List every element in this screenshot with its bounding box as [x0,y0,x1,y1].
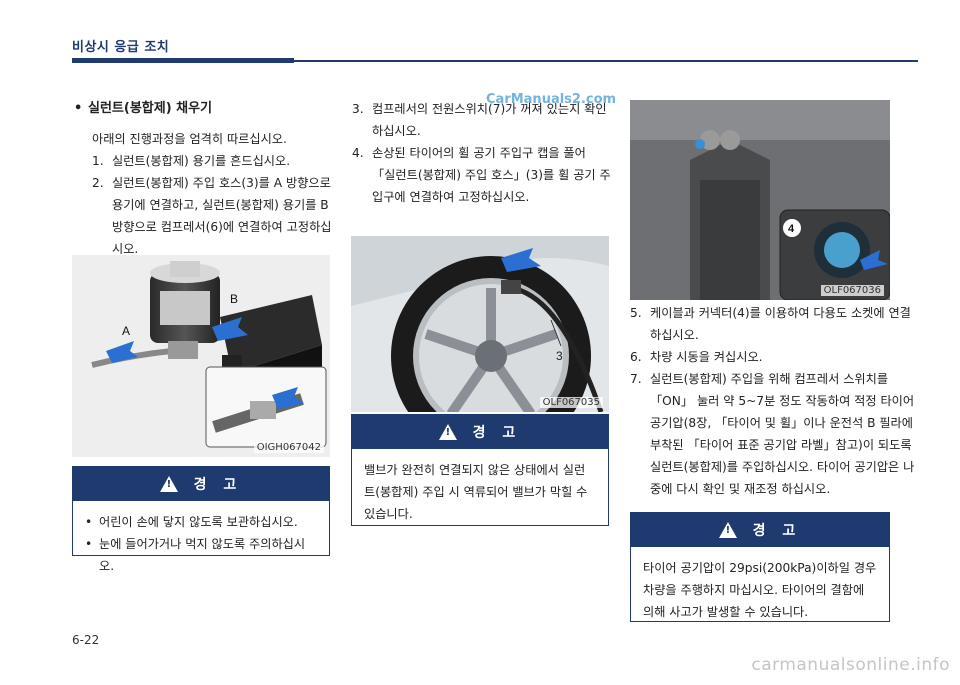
warning-item: •어린이 손에 닿지 않도록 보관하십시오. [85,515,298,529]
step-text: 실런트(봉합제) 주입 호스(3)를 A 방향으로 용기에 연결하고, 실런트(… [112,176,332,256]
step-2: 2. 실런트(봉합제) 주입 호스(3)를 A 방향으로 용기에 연결하고, 실… [92,172,336,260]
figure-sealant-compressor: A B OIGH067042 [72,255,330,457]
warning-text: 타이어 공기압이 29psi(200kPa)이하일 경우 차량을 주행하지 마십… [643,561,877,619]
step-number: 4. [352,146,364,160]
valve-arrow [501,248,541,272]
column-3: 5. 케이블과 커넥터(4)를 이용하여 다용도 소켓에 연결하십시오. 6. … [630,302,920,500]
column-2: 3. 컴프레서의 전원스위치(7)가 꺼져 있는지 확인하십시오. 4. 손상된… [352,98,612,208]
step-text: 차량 시동을 켜십시오. [650,350,763,364]
step-7: 7. 실런트(봉합제) 주입을 위해 컴프레서 스위치를 「ON」 눌러 약 5… [630,368,920,500]
step-number: 7. [630,372,642,386]
sealant-compressor-illustration: A B [72,255,330,457]
step-5: 5. 케이블과 커넥터(4)를 이용하여 다용도 소켓에 연결하십시오. [630,302,920,346]
warning-header: ! 경 고 [631,513,889,547]
figure-code: OLF067035 [539,397,603,408]
header-divider [294,60,918,62]
intro-text: 아래의 진행과정을 엄격히 따르십시오. [92,132,287,146]
step-text: 손상된 타이어의 휠 공기 주입구 캡을 풀어 「실런트(봉합제) 주입 호스」… [372,146,611,204]
step-text: 실런트(봉합제) 주입을 위해 컴프레서 스위치를 「ON」 눌러 약 5~7분… [650,372,915,496]
warning-triangle-icon: ! [438,424,457,440]
step-1: 1. 실런트(봉합제) 용기를 흔드십시오. [92,150,336,172]
warning-triangle-icon: ! [159,476,178,492]
watermark-bottom: carmanualsonline.info [751,655,950,675]
subsection-title: • 실런트(봉합제) 채우기 [74,98,336,120]
arrow-a [106,341,138,363]
bullet: • [74,101,83,116]
figure-code: OIGH067042 [253,442,324,453]
subsection-title-text: 실런트(봉합제) 채우기 [88,101,213,116]
warning-item: •눈에 들어가거나 먹지 않도록 주의하십시오. [85,537,306,573]
step-number: 1. [92,154,104,168]
figure-power-socket: 4 OLF067036 [630,100,890,300]
step-text: 케이블과 커넥터(4)를 이용하여 다용도 소켓에 연결하십시오. [650,306,911,342]
column-1: • 실런트(봉합제) 채우기 아래의 진행과정을 엄격히 따르십시오. 1. 실런… [74,98,336,260]
connector-label: 4 [788,223,795,235]
section-title: 비상시 응급 조치 [72,40,170,55]
figure-wheel-valve: 3 OLF067035 [351,236,609,412]
step-number: 2. [92,176,104,190]
step-text: 컴프레서의 전원스위치(7)가 꺼져 있는지 확인하십시오. [372,102,607,138]
warning-title: 경 고 [193,477,243,493]
warning-title: 경 고 [752,523,802,539]
warning-header: ! 경 고 [352,415,608,449]
header-accent-bar [72,58,294,63]
arrow-b [212,317,248,341]
warning-box-3: ! 경 고 타이어 공기압이 29psi(200kPa)이하일 경우 차량을 주… [630,512,890,622]
socket-illustration: 4 [630,100,890,300]
label-a: A [122,324,130,338]
figure-code: OLF067036 [820,285,884,296]
page-number: 6-22 [72,633,100,647]
warning-box-2: ! 경 고 밸브가 완전히 연결되지 않은 상태에서 실런트(봉합제) 주입 시… [351,414,609,526]
warning-box-1: ! 경 고 •어린이 손에 닿지 않도록 보관하십시오. •눈에 들어가거나 먹… [72,466,330,573]
step-6: 6. 차량 시동을 켜십시오. [630,346,920,368]
step-number: 5. [630,306,642,320]
step-text: 실런트(봉합제) 용기를 흔드십시오. [112,154,291,168]
warning-triangle-icon: ! [718,522,737,538]
hose-label: 3 [556,349,563,363]
step-number: 3. [352,102,364,116]
step-3: 3. 컴프레서의 전원스위치(7)가 꺼져 있는지 확인하십시오. [352,98,612,142]
warning-text: 밸브가 완전히 연결되지 않은 상태에서 실런트(봉합제) 주입 시 역류되어 … [364,463,588,521]
step-4: 4. 손상된 타이어의 휠 공기 주입구 캡을 풀어 「실런트(봉합제) 주입 … [352,142,612,208]
label-b: B [230,292,238,306]
wheel-illustration: 3 [351,236,609,412]
warning-title: 경 고 [472,425,522,441]
warning-header: ! 경 고 [73,467,329,501]
watermark-top: CarManuals2.com [486,92,617,107]
step-number: 6. [630,350,642,364]
